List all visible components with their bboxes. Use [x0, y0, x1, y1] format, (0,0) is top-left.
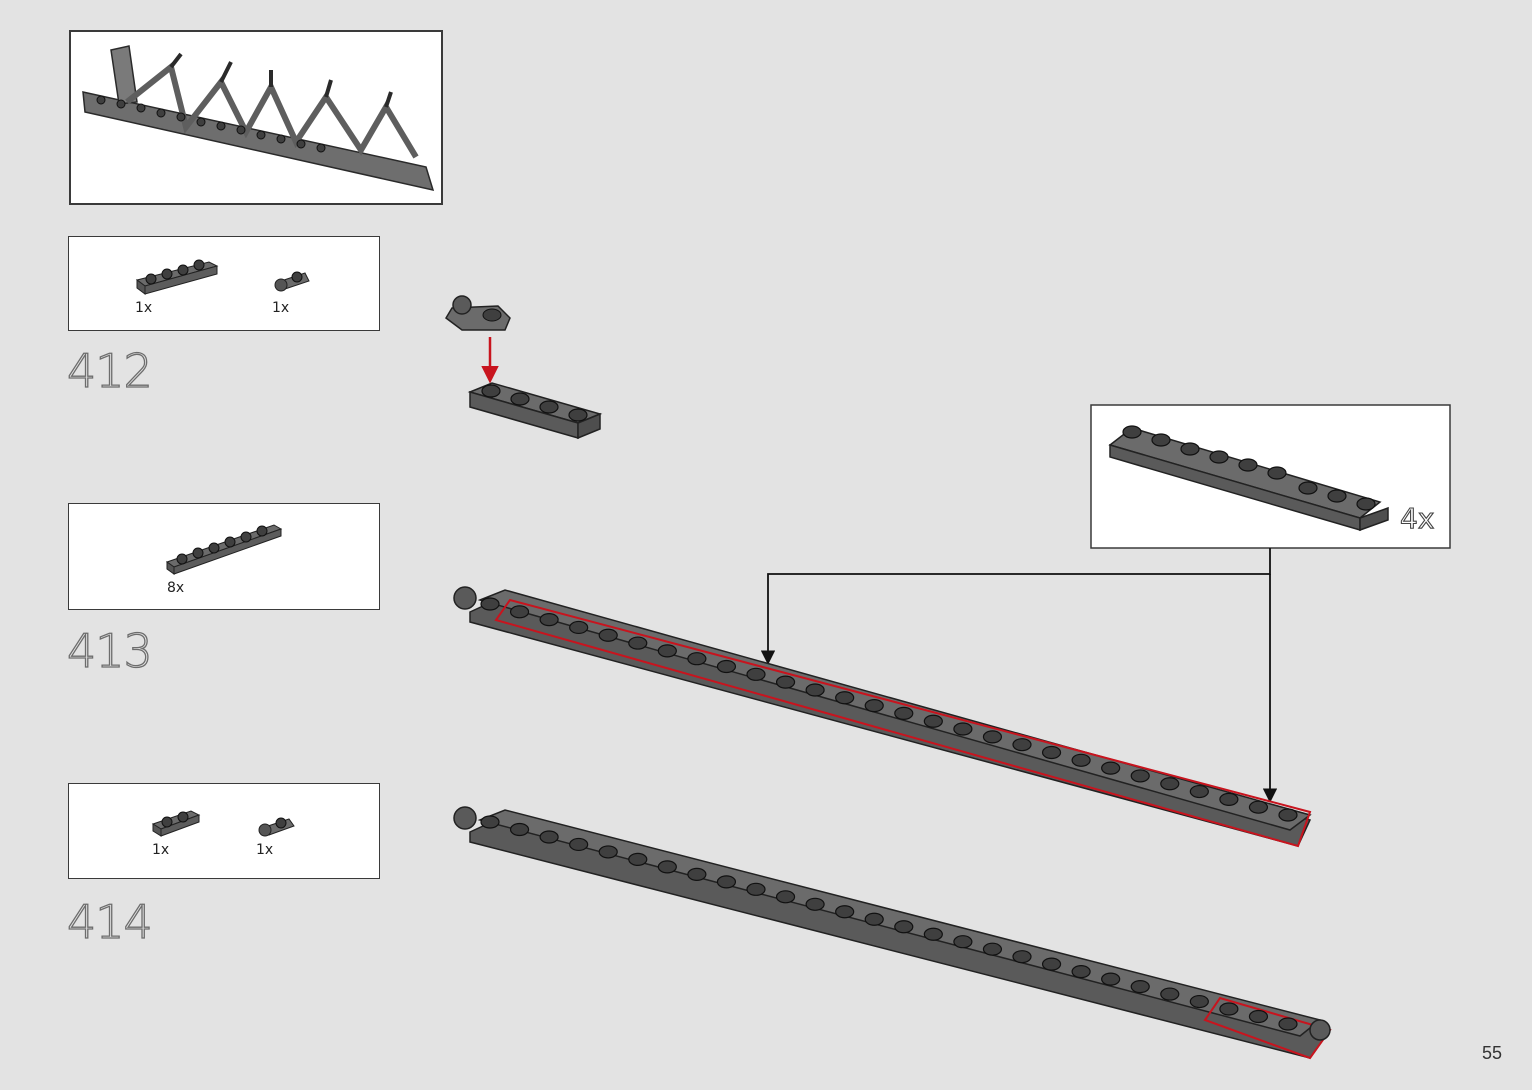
- plate-1x4-part: [470, 383, 600, 438]
- stud: [983, 731, 1001, 743]
- stud: [1013, 739, 1031, 751]
- stud: [747, 668, 765, 680]
- stud: [983, 943, 1001, 955]
- stud: [688, 653, 706, 665]
- stud: [924, 928, 942, 940]
- stud: [1190, 786, 1208, 798]
- stud: [599, 846, 617, 858]
- stud: [777, 891, 795, 903]
- step-414-beam: [454, 807, 1330, 1058]
- stud: [481, 816, 499, 828]
- stud: [1072, 966, 1090, 978]
- subassembly-callout: [768, 405, 1450, 800]
- page-number: 55: [1482, 1043, 1502, 1064]
- subassembly-multiplier: 4x: [1400, 502, 1434, 535]
- stud: [1279, 809, 1297, 821]
- stud: [806, 898, 824, 910]
- stud: [1102, 762, 1120, 774]
- stud: [1279, 1018, 1297, 1030]
- stud: [1161, 778, 1179, 790]
- plate-clip-part: [446, 296, 510, 330]
- stud: [895, 707, 913, 719]
- stud: [895, 921, 913, 933]
- stud: [1131, 770, 1149, 782]
- stud: [717, 661, 735, 673]
- stud: [1249, 1011, 1267, 1023]
- stud: [629, 853, 647, 865]
- stud: [511, 823, 529, 835]
- stud: [1220, 793, 1238, 805]
- stud: [540, 831, 558, 843]
- stud: [954, 936, 972, 948]
- stud: [1190, 996, 1208, 1008]
- stud: [1043, 958, 1061, 970]
- stud: [924, 715, 942, 727]
- stud: [1072, 754, 1090, 766]
- stud: [658, 645, 676, 657]
- stud: [1102, 973, 1120, 985]
- stud: [836, 906, 854, 918]
- stud: [836, 692, 854, 704]
- stud: [540, 614, 558, 626]
- stud: [688, 868, 706, 880]
- stud: [954, 723, 972, 735]
- stud: [865, 913, 883, 925]
- stud: [570, 838, 588, 850]
- stud: [1013, 951, 1031, 963]
- stud: [1043, 746, 1061, 758]
- stud: [1249, 801, 1267, 813]
- step-412-assembly: [446, 296, 600, 438]
- stud: [481, 598, 499, 610]
- stud: [1131, 981, 1149, 993]
- stud: [747, 883, 765, 895]
- stud: [865, 700, 883, 712]
- stud: [777, 676, 795, 688]
- stud: [717, 876, 735, 888]
- step-413-beam: [454, 587, 1310, 846]
- stud: [1161, 988, 1179, 1000]
- stud: [1220, 1003, 1238, 1015]
- stud: [599, 629, 617, 641]
- stud: [658, 861, 676, 873]
- stud: [570, 621, 588, 633]
- stud: [511, 606, 529, 618]
- stud: [806, 684, 824, 696]
- stud: [629, 637, 647, 649]
